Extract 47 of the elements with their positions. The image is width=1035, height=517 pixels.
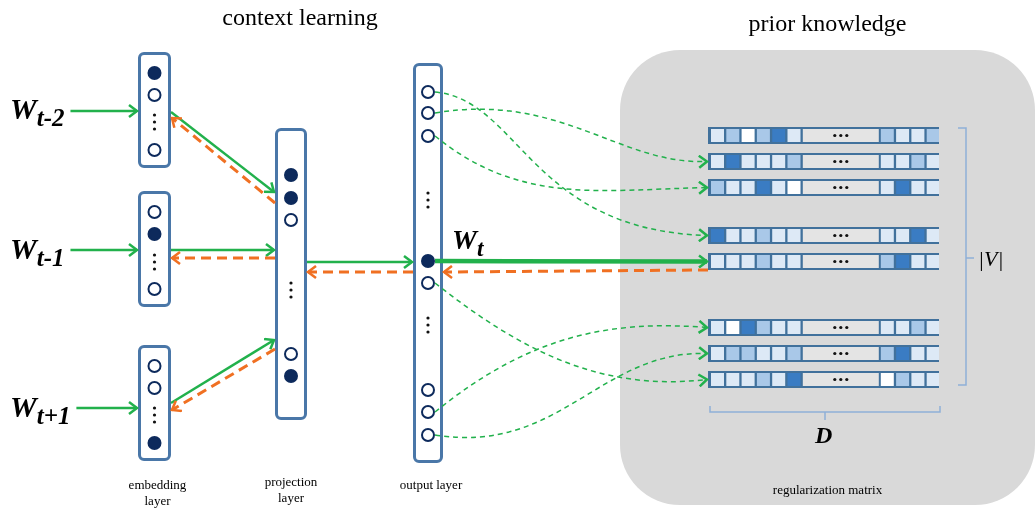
section-heading: context learning [221,4,379,31]
arrow [171,242,276,258]
dashed-arrow [442,264,708,280]
matrix-row [708,227,939,244]
matrix-row [708,153,939,170]
arrow [170,337,276,405]
matrix-row [708,371,939,388]
panel-caption: regularization matrix [771,482,884,498]
matrix-row [708,179,939,196]
output-unit [421,428,435,442]
arrow [435,254,709,269]
arrow [70,242,139,258]
arrow [76,400,139,416]
layer-caption: projection layer [263,474,319,506]
dimension-label: D [815,422,833,449]
embedding-vector [138,52,171,168]
matrix-row [708,127,939,144]
arrow [170,111,276,194]
arrow [70,103,139,119]
word-label: W$_{t-2}$ [10,92,65,132]
dashed-arrow [434,91,709,242]
edge-label: W$_{t}$ [452,224,484,262]
embedding-vector [138,191,171,307]
panel-heading: prior knowledge [747,10,908,37]
dashed-arrow [434,108,709,169]
matrix-row [708,319,939,336]
word-label: W$_{t+1}$ [10,390,71,430]
dimension-label: |V| [978,246,1004,272]
dashed-arrow [434,282,709,388]
word-label: W$_{t-1}$ [10,232,65,272]
dashed-arrow [306,264,413,280]
output-unit [421,106,435,120]
matrix-row [708,345,939,362]
output-unit [421,254,435,268]
output-unit [421,276,435,290]
output-unit [421,129,435,143]
layer-caption: embedding layer [127,477,188,509]
projection-vector [275,128,307,420]
dashed-arrow [170,116,276,205]
dashed-arrow [170,250,275,266]
output-unit [421,405,435,419]
dashed-arrow [434,346,709,439]
layer-caption: output layer [398,477,464,493]
matrix-row [708,253,939,270]
dashed-arrow [170,347,276,413]
arrow [307,254,414,270]
output-unit [421,85,435,99]
